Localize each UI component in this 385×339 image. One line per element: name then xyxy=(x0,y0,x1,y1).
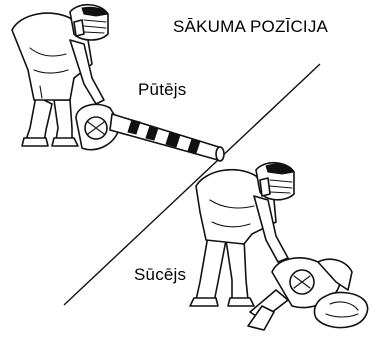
worker-with-vacuum xyxy=(190,163,368,330)
blower-label: Pūtējs xyxy=(138,81,186,98)
page-title: SĀKUMA POZĪCIJA xyxy=(173,18,328,35)
vacuum-label: Sūcējs xyxy=(134,266,186,283)
